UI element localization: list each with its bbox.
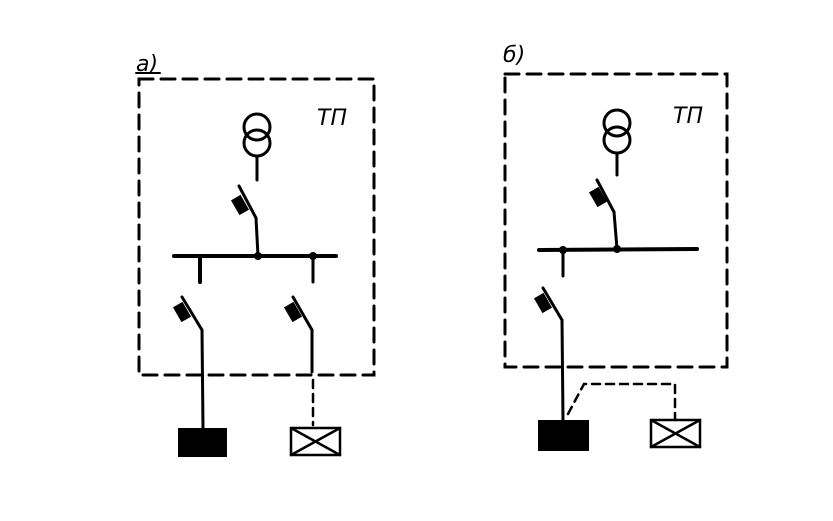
substation-a-boundary — [137, 77, 376, 377]
panel-a-label: а) — [136, 52, 158, 77]
feeder-switch-a-right — [283, 295, 315, 427]
transformer-switch-a — [230, 184, 260, 258]
substation-b-boundary — [503, 72, 729, 369]
feeder-switch-b — [533, 286, 565, 422]
transformer-switch-b — [588, 178, 619, 251]
panel-a: а) ТП — [135, 52, 376, 457]
bus-node-b-center — [613, 245, 621, 253]
substation-a-label: ТП — [317, 106, 347, 131]
panel-b: б) ТП — [503, 43, 729, 451]
load-b-solid — [538, 420, 589, 451]
load-a-solid — [178, 428, 227, 457]
transformer-b — [602, 108, 632, 177]
panel-b-label: б) — [503, 43, 525, 68]
dashed-link-b — [566, 382, 677, 422]
substation-b-label: ТП — [673, 104, 703, 129]
transformer-a — [242, 112, 272, 182]
load-b-crossed — [649, 418, 702, 449]
bus-node-a-center — [254, 252, 262, 260]
feeder-switch-a-left — [172, 295, 205, 430]
load-a-crossed — [289, 426, 342, 457]
